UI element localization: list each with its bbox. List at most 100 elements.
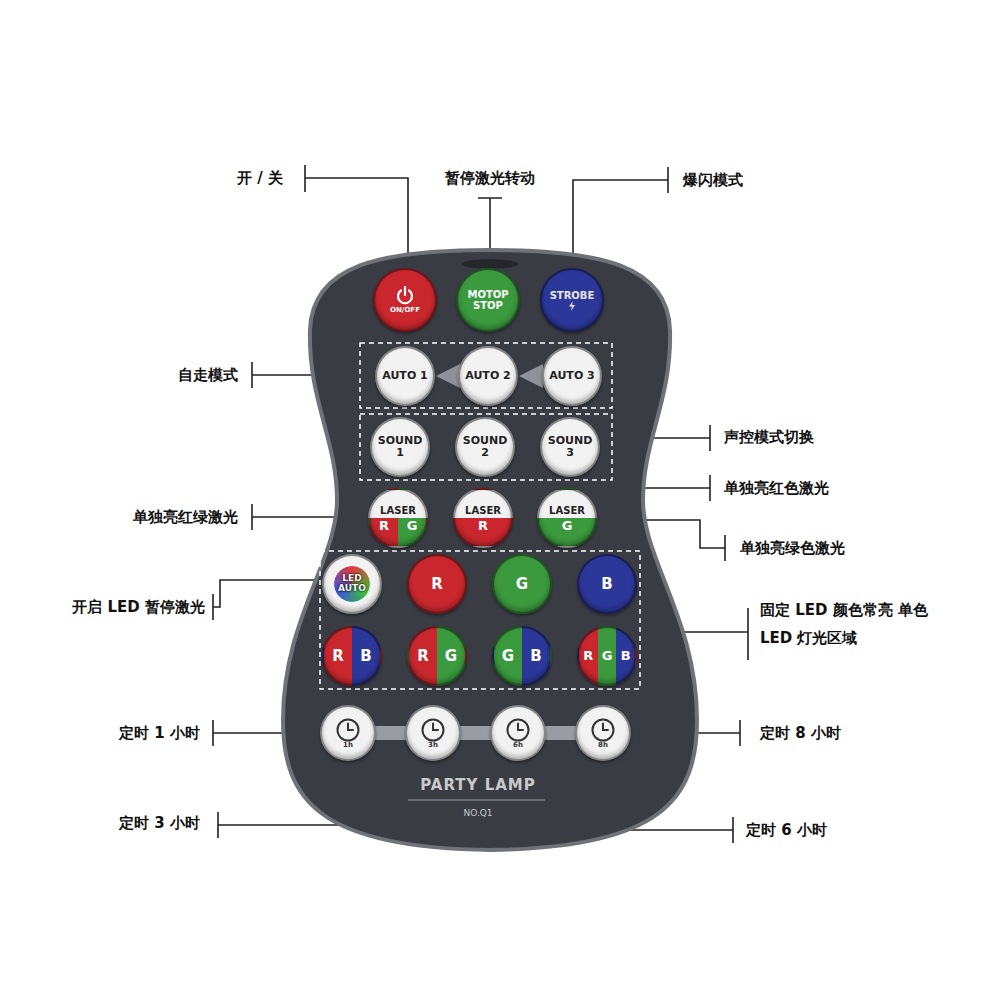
color-part: B [579, 576, 635, 593]
remote-button: LASERRG [368, 488, 428, 548]
remote-button: GB [492, 626, 552, 686]
clock-face [338, 719, 359, 740]
model-number: NO.Q1 [463, 808, 492, 818]
remote-button: 8h [575, 705, 631, 761]
power-icon [395, 285, 415, 305]
power-bar [404, 287, 406, 295]
callout-label: 开 / 关 [237, 168, 283, 188]
brand-name: PARTY LAMP [420, 776, 536, 794]
clock-face [508, 719, 529, 740]
remote-button: STROBE [540, 268, 604, 332]
color-half: R [455, 519, 511, 533]
clock-face [423, 719, 444, 740]
button-text: 1h [343, 742, 353, 750]
callout-label: 单独亮红色激光 [724, 478, 829, 498]
button-text: G [516, 575, 528, 593]
color-part: B [352, 648, 380, 665]
group-frame [360, 414, 612, 480]
remote-drawing [283, 250, 697, 850]
remote-button: RG [407, 626, 467, 686]
button-text: 8h [598, 742, 608, 750]
button-text: R [417, 647, 429, 665]
callout-label: 暂停激光转动 [445, 168, 535, 188]
button-text: R [332, 647, 344, 665]
button-text: AUTO 2 [464, 370, 511, 382]
remote-button: LASERR [453, 488, 513, 548]
button-text: B [360, 647, 371, 665]
color-part: B [616, 649, 635, 663]
clock-hands [348, 723, 353, 730]
button-text: LASER [380, 505, 416, 518]
color-part: G [598, 649, 617, 663]
clock-hands [433, 723, 438, 730]
leader-line [573, 167, 668, 268]
callout-label: 定时 6 小时 [746, 820, 827, 840]
callout-label: 单独亮红绿激光 [133, 507, 238, 527]
group-frame [320, 551, 640, 689]
color-half: G [539, 519, 595, 533]
remote-housing [283, 250, 697, 850]
color-part: R [409, 576, 465, 593]
remote-button: RB [322, 626, 382, 686]
button-text: B [621, 648, 631, 663]
callout-label: 定时 8 小时 [760, 723, 841, 743]
button-text: LED AUTO [332, 574, 371, 594]
remote-body: PARTY LAMP NO.Q1 ON/OFF MOTOP STOP STROBE AUT… [280, 245, 710, 855]
clock-hands [518, 723, 523, 730]
color-half: R [370, 519, 398, 533]
callout-label: 定时 1 小时 [119, 723, 200, 743]
remote-button: 6h [490, 705, 546, 761]
button-text: AUTO 1 [381, 370, 428, 382]
remote-button: MOTOP STOP [456, 268, 520, 332]
wedge [436, 364, 460, 388]
remote-button: ON/OFF [373, 268, 437, 332]
color-part: B [522, 648, 550, 665]
callout-label: 固定 LED 颜色常亮 单色 LED 灯光区域 [760, 596, 930, 652]
remote-outline [280, 245, 710, 855]
button-text: G [602, 648, 613, 663]
callout-label: 定时 3 小时 [119, 813, 200, 833]
color-part: G [494, 648, 522, 665]
remote-button: SOUND 2 [455, 417, 515, 477]
bolt [569, 301, 575, 311]
button-text: MOTOP STOP [463, 289, 513, 311]
button-text: 3h [428, 742, 438, 750]
callout-label: 开启 LED 暂停激光 [72, 597, 205, 617]
button-text: 6h [513, 742, 523, 750]
callout-label: 声控模式切换 [724, 427, 814, 447]
button-text: B [530, 647, 541, 665]
callout-label: 自走模式 [178, 365, 238, 385]
button-text: R [379, 518, 389, 533]
button-text: R [431, 575, 443, 593]
button-text: SOUND 1 [376, 435, 423, 459]
button-text: SOUND 2 [461, 435, 508, 459]
remote-button: RGB [577, 626, 637, 686]
color-part: G [437, 648, 465, 665]
color-part: G [494, 576, 550, 593]
brand-rule [408, 800, 545, 801]
color-part: R [409, 648, 437, 665]
bolt-icon [568, 301, 576, 311]
remote-button: LED AUTO [322, 554, 382, 614]
remote-button: SOUND 1 [370, 417, 430, 477]
clock-icon [505, 717, 531, 743]
clock-hands [603, 723, 608, 730]
callout-label: 爆闪模式 [683, 170, 743, 190]
group-frame [360, 343, 612, 408]
clock-icon [590, 717, 616, 743]
button-text: LASER [465, 505, 501, 518]
button-text: AUTO 3 [548, 370, 595, 382]
color-part: R [579, 649, 598, 663]
clock-icon [420, 717, 446, 743]
button-text: B [601, 575, 612, 593]
button-text: SOUND 3 [546, 435, 593, 459]
remote-button: SOUND 3 [540, 417, 600, 477]
button-text: STROBE [547, 290, 597, 301]
clock-icon [335, 717, 361, 743]
color-part: R [324, 648, 352, 665]
remote-button: R [407, 554, 467, 614]
remote-button: LASERG [537, 488, 597, 548]
remote-button: 1h [320, 705, 376, 761]
remote-button: 3h [405, 705, 461, 761]
